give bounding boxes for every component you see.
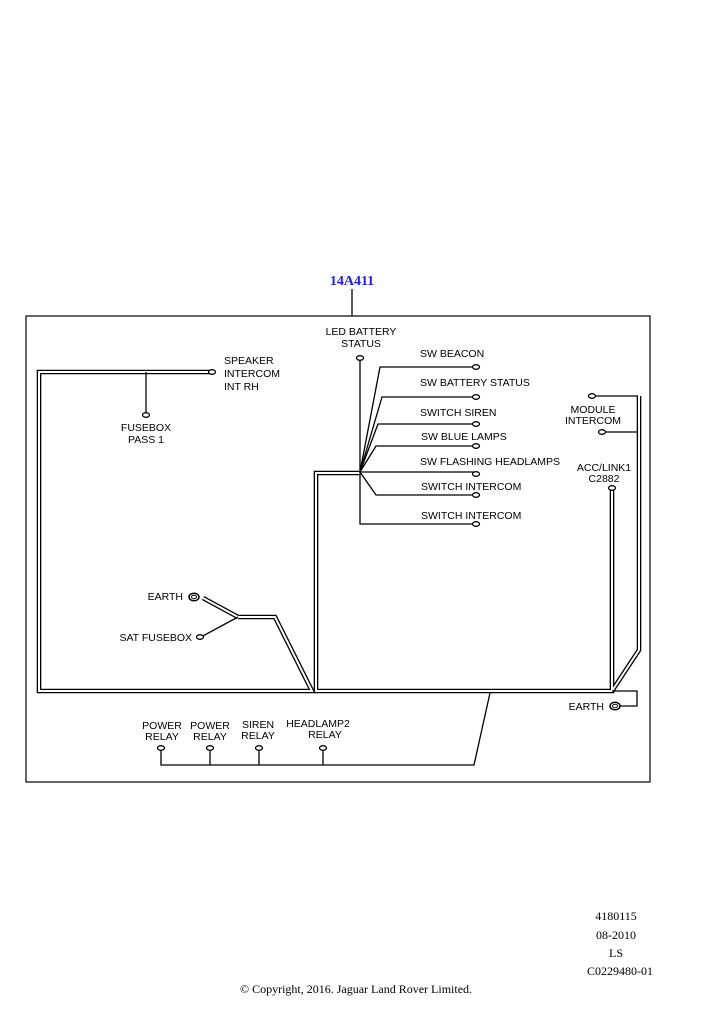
connectors <box>141 355 621 751</box>
svg-text:HEADLAMP2: HEADLAMP2 <box>286 718 350 730</box>
copyright: © Copyright, 2016. Jaguar Land Rover Lim… <box>240 982 472 996</box>
svg-text:C2882: C2882 <box>589 473 620 485</box>
svg-text:RELAY: RELAY <box>193 731 227 743</box>
footer-date: 08-2010 <box>596 928 636 942</box>
svg-text:SW BEACON: SW BEACON <box>420 348 484 360</box>
svg-text:EARTH: EARTH <box>569 701 604 713</box>
svg-text:SPEAKER: SPEAKER <box>224 355 274 367</box>
svg-text:STATUS: STATUS <box>341 338 381 350</box>
svg-text:INTERCOM: INTERCOM <box>565 415 621 427</box>
connector-led <box>355 355 365 361</box>
connector-speaker <box>207 369 217 375</box>
svg-text:POWER: POWER <box>190 720 230 732</box>
harness-double-lines <box>36 369 642 694</box>
svg-text:ACC/LINK1: ACC/LINK1 <box>577 462 631 474</box>
single-wires <box>145 360 638 766</box>
footer-id: C0229480-01 <box>587 964 653 978</box>
svg-text:EARTH: EARTH <box>148 591 183 603</box>
svg-text:SW BATTERY STATUS: SW BATTERY STATUS <box>420 377 530 389</box>
diagram-title[interactable]: 14A411 <box>330 274 374 289</box>
svg-text:INT RH: INT RH <box>224 381 259 393</box>
svg-text:PASS 1: PASS 1 <box>128 434 164 446</box>
svg-text:INTERCOM: INTERCOM <box>224 368 280 380</box>
footer-code: LS <box>609 946 623 960</box>
svg-text:SWITCH INTERCOM: SWITCH INTERCOM <box>421 510 521 522</box>
svg-text:MODULE: MODULE <box>571 404 616 416</box>
svg-text:POWER: POWER <box>142 720 182 732</box>
svg-text:RELAY: RELAY <box>308 729 342 741</box>
diagram-border <box>25 315 651 783</box>
footer: 4180115 08-2010 LS C0229480-01 © Copyrig… <box>240 909 653 996</box>
svg-text:SWITCH SIREN: SWITCH SIREN <box>420 407 496 419</box>
svg-text:SWITCH INTERCOM: SWITCH INTERCOM <box>421 481 521 493</box>
svg-text:SW FLASHING HEADLAMPS: SW FLASHING HEADLAMPS <box>420 456 560 468</box>
svg-text:SAT FUSEBOX: SAT FUSEBOX <box>119 632 192 644</box>
svg-text:SW BLUE LAMPS: SW BLUE LAMPS <box>421 431 507 443</box>
svg-text:FUSEBOX: FUSEBOX <box>121 422 171 434</box>
earth-ring-right-icon <box>609 701 621 711</box>
connector-fusebox <box>141 412 151 418</box>
svg-text:RELAY: RELAY <box>241 730 275 742</box>
svg-text:SIREN: SIREN <box>242 719 274 731</box>
earth-ring-left-icon <box>188 592 200 602</box>
footer-ref: 4180115 <box>595 909 637 923</box>
svg-text:RELAY: RELAY <box>145 731 179 743</box>
svg-text:LED BATTERY: LED BATTERY <box>326 326 397 338</box>
labels: SPEAKER INTERCOM INT RH FUSEBOX PASS 1 L… <box>119 326 631 743</box>
